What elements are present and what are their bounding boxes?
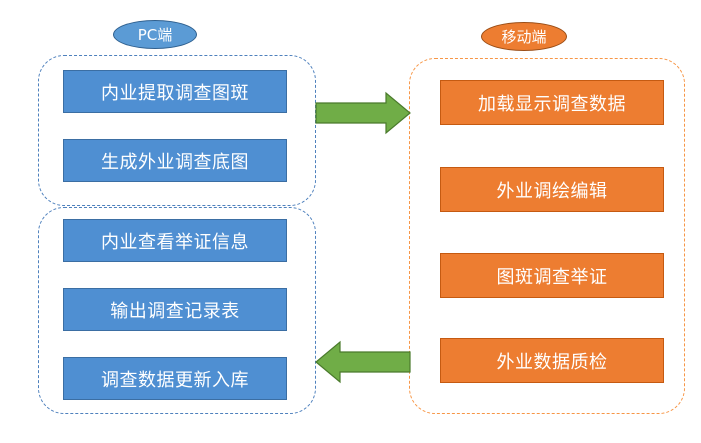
- pc-title: PC端: [113, 20, 197, 49]
- pc-top-group: [38, 55, 316, 206]
- pc-box-extract-patches: 内业提取调查图斑: [63, 70, 287, 113]
- pc-box-generate-base-map: 生成外业调查底图: [63, 139, 287, 182]
- mobile-box-patch-evidence: 图斑调查举证: [440, 253, 664, 298]
- mobile-box-field-edit: 外业调绘编辑: [440, 167, 664, 212]
- mobile-group: [409, 58, 685, 414]
- arrow-right-icon: [315, 91, 411, 135]
- pc-box-update-database: 调查数据更新入库: [63, 357, 287, 400]
- mobile-box-quality-check: 外业数据质检: [440, 338, 664, 383]
- mobile-title: 移动端: [481, 22, 567, 51]
- arrow-left-icon: [315, 340, 411, 384]
- pc-bottom-group: [38, 207, 316, 414]
- pc-box-export-records: 输出调查记录表: [63, 288, 287, 331]
- pc-box-view-evidence: 内业查看举证信息: [63, 219, 287, 262]
- mobile-box-load-data: 加载显示调查数据: [440, 80, 664, 125]
